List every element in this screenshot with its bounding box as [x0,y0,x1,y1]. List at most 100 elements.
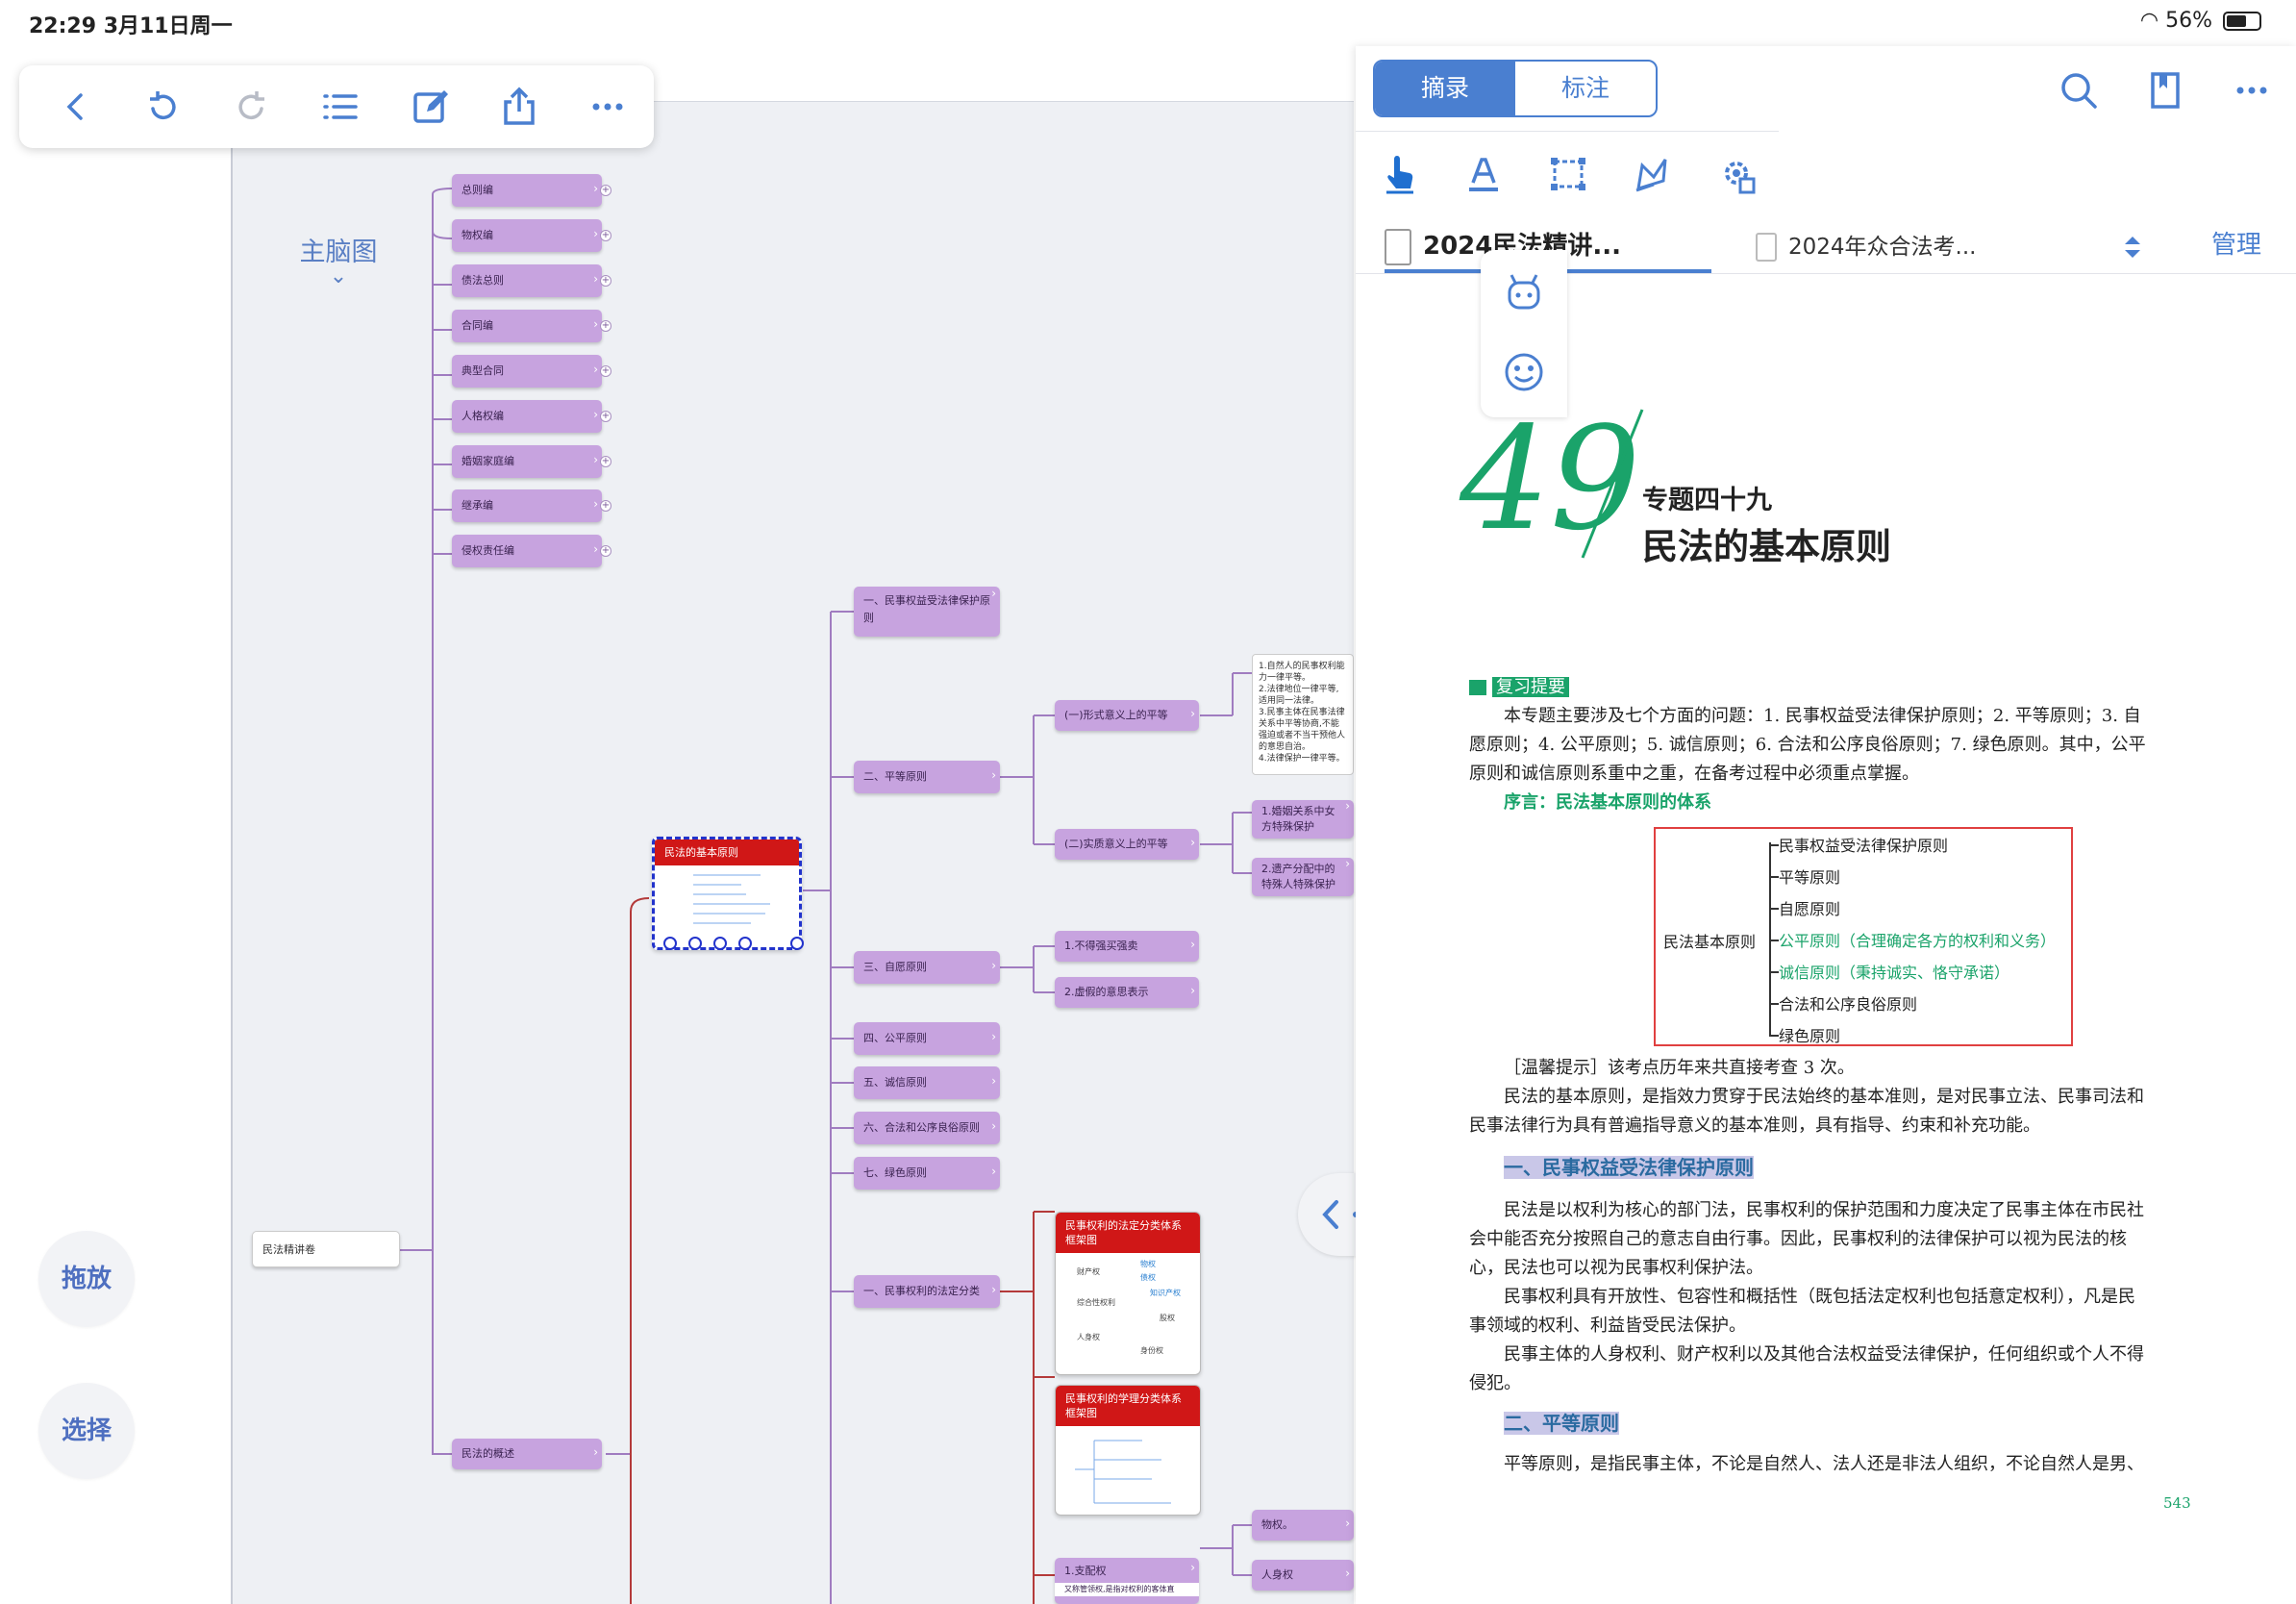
principle-node[interactable]: 七、绿色原则 [854,1157,1000,1190]
statutory-rights-card[interactable]: 民事权利的法定分类体系框架图 财产权 综合性权利 人身权 物权 债权 知识产权 … [1055,1212,1201,1375]
top-node[interactable]: 典型合同 [452,355,602,388]
card-item: 股权 [1160,1314,1175,1322]
more-options-icon[interactable] [2231,69,2273,112]
document-icon [1385,228,1411,265]
substantive-equality-node[interactable]: (二)实质意义上的平等 [1055,829,1199,860]
expand-node-icon[interactable]: + [600,365,611,377]
top-node[interactable]: 物权编 [452,219,602,252]
estate-protection-node[interactable]: 2.遗产分配中的特殊人特殊保护 [1252,858,1354,896]
selected-card-thumbnail [693,874,770,924]
diagram-item: 合法和公序良俗原则 [1779,995,1918,1014]
equality-note-box[interactable]: 1.自然人的民事权利能力一律平等。 2.法律地位一律平等,适用同一法律。 3.民… [1252,654,1354,775]
property-right-node[interactable]: 物权。 [1252,1510,1354,1541]
expand-node-icon[interactable]: + [600,500,611,512]
search-icon[interactable] [2058,69,2100,112]
battery-level: 56% [2165,9,2212,33]
select-button[interactable]: 选择 [38,1383,135,1479]
manage-button[interactable]: 管理 [2211,231,2262,260]
diagram-item: 诚信原则（秉持诚实、恪守承诺） [1779,964,2010,982]
principle-node[interactable]: 二、平等原则 [854,761,1000,793]
excerpt-tab[interactable]: 摘录 [1375,62,1515,115]
formal-equality-node[interactable]: (一)形式意义上的平等 [1055,700,1199,731]
principle-node[interactable]: 三、自愿原则 [854,951,1000,984]
text-highlight-icon[interactable] [1461,152,1506,196]
expand-node-icon[interactable]: + [600,230,611,241]
preface-heading: 序言：民法基本原则的体系 [1504,792,1711,813]
undo-icon[interactable] [141,86,184,128]
robot-assistant-icon[interactable] [1502,271,1546,315]
principle-node[interactable]: 五、诚信原则 [854,1066,1000,1099]
diagram-branch [1771,1003,1779,1005]
selected-principle-card[interactable]: 民法的基本原则 [652,837,802,950]
hand-pointer-icon[interactable] [1377,152,1421,196]
bookmark-icon[interactable] [2144,69,2186,112]
marriage-protection-node[interactable]: 1.婚姻关系中女方特殊保护 [1252,800,1354,839]
smiley-face-icon[interactable] [1502,350,1546,394]
drag-button[interactable]: 拖放 [38,1231,135,1327]
mindmap-switcher[interactable]: 主脑图 ⌄ [296,231,381,288]
top-node[interactable]: 合同编 [452,310,602,342]
dominion-node[interactable]: 1.支配权 又称管领权,是指对权利的客体直 [1055,1558,1199,1604]
principle-node[interactable]: 四、公平原则 [854,1022,1000,1055]
diagram-branch [1771,876,1779,878]
para-line: 民事权利具有开放性、包容性和概括性（既包括法定权利也包括意定权利），凡是民 [1504,1287,2135,1307]
dominion-label: 1.支配权 [1064,1565,1107,1577]
overview-node[interactable]: 民法的概述 [452,1439,602,1469]
personal-right-node[interactable]: 人身权 [1252,1560,1354,1591]
top-node[interactable]: 债法总则 [452,264,602,297]
note-line: 2.法律地位一律平等,适用同一法律。 [1259,685,1339,706]
doctrinal-rights-card[interactable]: 民事权利的学理分类体系框架图 [1055,1385,1201,1516]
diagram-item: 绿色原则 [1779,1027,1841,1045]
document-tab-2[interactable]: 2024年众合法考... [1756,219,2044,273]
redo-icon[interactable] [231,86,273,128]
selection-handles[interactable] [663,937,808,952]
card-item: 综合性权利 [1077,1298,1115,1307]
edit-icon[interactable] [410,86,452,128]
pdf-reader-pane: 摘录 标注 2024民法精讲... 2024年众合法考... 管理 49 专题四… [1356,46,2296,1604]
page-title: 民法的基本原则 [1642,526,1891,567]
status-battery-group: ◠ 56% [2140,9,2261,33]
top-node[interactable]: 婚姻家庭编 [452,445,602,478]
expand-node-icon[interactable]: + [600,320,611,332]
expand-node-icon[interactable]: + [600,545,611,557]
expand-node-icon[interactable]: + [600,275,611,287]
expand-node-icon[interactable]: + [600,456,611,467]
back-icon[interactable] [56,86,98,128]
battery-icon [2223,12,2261,31]
floating-assistant-panel [1481,250,1567,417]
false-intent-node[interactable]: 2.虚假的意思表示 [1055,977,1199,1008]
sort-updown-icon[interactable] [2121,233,2144,262]
para-line: 会中能否充分按照自己的意志自由行事。因此，民事权利的法律保护可以视为民法的核 [1469,1229,2127,1249]
expand-node-icon[interactable]: + [600,185,611,196]
note-line: 3.民事主体在民事法律关系中平等协商,不能强迫或者不当干预他人的意思自治。 [1259,708,1346,752]
para-line: 心，民法也可以视为民事权利保护法。 [1469,1258,1763,1278]
mindmap-connectors [400,188,1252,1604]
more-icon[interactable] [586,86,629,128]
principles-diagram: 民法基本原则 民事权益受法律保护原则平等原则自愿原则公平原则（合理确定各方的权利… [1654,827,2073,1046]
lasso-icon[interactable] [1631,152,1675,196]
no-forced-trade-node[interactable]: 1.不得强买强卖 [1055,931,1199,962]
top-node[interactable]: 继承编 [452,489,602,522]
rights-classification-node[interactable]: 一、民事权利的法定分类 [854,1275,1000,1308]
divider [1356,273,2296,274]
top-node[interactable]: 人格权编 [452,400,602,433]
chapter-number: 49 [1460,396,1641,562]
para-line: 平等原则，是指民事主体，不论是自然人、法人还是非法人组织，不论自然人是男、 [1504,1454,2144,1474]
principle-node[interactable]: 一、民事权益受法律保护原则 [854,587,1000,637]
top-node[interactable]: 侵权责任编 [452,535,602,567]
expand-node-icon[interactable]: + [600,411,611,422]
principle-node[interactable]: 六、合法和公序良俗原则 [854,1112,1000,1144]
outline-list-icon[interactable] [319,86,362,128]
card-item: 人身权 [1077,1333,1100,1341]
pdf-page[interactable]: 49 专题四十九 民法的基本原则 复习提要 本专题主要涉及七个方面的问题：1. … [1383,325,2286,1594]
para-line: 民事法律行为具有普遍指导意义的基本准则，具有指导、约束和补充功能。 [1469,1115,2040,1136]
settings-gear-icon[interactable] [1715,152,1759,196]
annotate-tab[interactable]: 标注 [1560,74,1610,102]
top-node[interactable]: 总则编 [452,174,602,207]
share-icon[interactable] [498,86,540,128]
chevron-down-icon: ⌄ [329,264,348,288]
root-node[interactable]: 民法精讲卷 [252,1231,400,1267]
card-item: 财产权 [1077,1267,1100,1276]
crop-region-icon[interactable] [1546,152,1590,196]
note-line: 4.法律保护一律平等。 [1259,754,1345,764]
